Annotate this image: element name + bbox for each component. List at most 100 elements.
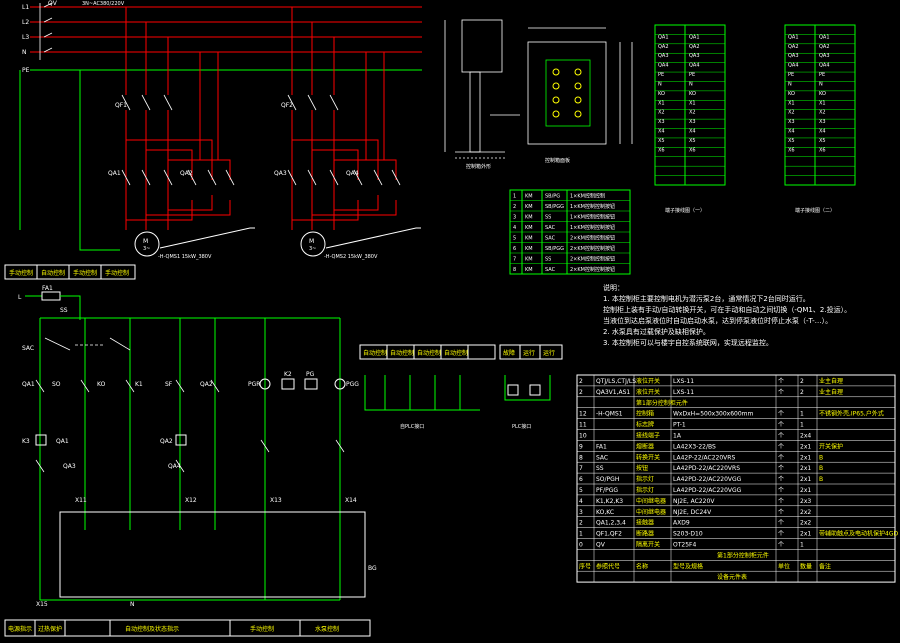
notes-line: 1. 本控制柜主要控制电机为潜污泵2台，通常情况下2台同时运行。 bbox=[603, 295, 810, 303]
parts-table-cell: S203-D10 bbox=[673, 531, 703, 538]
terminal-value: X3 bbox=[819, 119, 826, 125]
terminal-value: N bbox=[819, 81, 823, 87]
small-table-cell: SS bbox=[545, 257, 551, 263]
lbl-qa2b: QA2 bbox=[160, 438, 173, 445]
parts-table-cell: 标志牌 bbox=[636, 421, 654, 429]
terminal-label: X2 bbox=[788, 110, 795, 116]
parts-table-cell: 中间继电器 bbox=[636, 508, 666, 516]
parts-table-cell: 1 bbox=[800, 411, 804, 418]
parts-table-cell: PT-1 bbox=[673, 422, 686, 429]
parts-table-cell: 1 bbox=[579, 531, 583, 538]
parts-table-cell: -H-QMS1 bbox=[596, 411, 623, 418]
panel-lamp bbox=[552, 68, 560, 76]
small-table-cell: 1×KM控制控制按钮 bbox=[570, 203, 615, 210]
parts-table-cell: 2x2 bbox=[800, 520, 811, 527]
parts-table-cell: LA42PD-22/AC220VRS bbox=[673, 465, 740, 472]
parts-table-cell: 液位开关 bbox=[636, 377, 660, 385]
motor-circuit-1: M 3~ QF1 QA1 QA2 -H-QMS1 15kW_380V bbox=[19, 7, 255, 260]
ctrl-header-3: 手动控制 bbox=[73, 269, 97, 277]
parts-table-cell: 中间继电器 bbox=[636, 497, 666, 505]
bottom-row-5: 水泵控制 bbox=[315, 625, 339, 633]
small-table-cell: KM bbox=[525, 267, 533, 273]
parts-table-cell: 转换开关 bbox=[636, 453, 660, 461]
parts-table-cell: 1 bbox=[800, 422, 804, 429]
small-table-cell: 1×KM控制控制 bbox=[570, 193, 605, 200]
small-table-cell: SAC bbox=[545, 225, 556, 231]
parts-table-cell: 2x1 bbox=[800, 531, 811, 538]
parts-table-cell: 2 bbox=[579, 378, 583, 385]
parts-table-cell: FA1 bbox=[596, 443, 607, 450]
lbl-l: L bbox=[18, 294, 22, 301]
parts-table-cell: 断路器 bbox=[636, 530, 654, 538]
parts-table-cell: 2 bbox=[579, 389, 583, 396]
parts-table-cell: AXD9 bbox=[673, 520, 690, 527]
lbl-x15: X15 bbox=[36, 601, 48, 608]
parts-table-cell: 3 bbox=[579, 509, 583, 516]
small-table-cell: SB/PG bbox=[545, 194, 560, 200]
small-table-cell: 2×KM控制控制按钮 bbox=[570, 245, 615, 252]
motor-1-symbol: M bbox=[143, 238, 148, 245]
lbl-k2: K2 bbox=[284, 371, 292, 378]
parts-footer-header: 名称 bbox=[636, 562, 648, 570]
parts-table-cell: 业主自理 bbox=[819, 377, 843, 385]
plc-header-1: 自动控制 bbox=[363, 349, 387, 357]
parts-table-cell: 第1部分控制柜元件 bbox=[636, 399, 688, 407]
plc-interface: 自动控制 自动控制 自动控制 自动控制 故障 运行 运行 自PLC接口 PLC接… bbox=[359, 344, 563, 430]
lbl-qa4: QA4 bbox=[168, 463, 181, 470]
lbl-qa3: QA3 bbox=[63, 463, 76, 470]
motor-circuit-2: M 3~ QF2 QA3 QA4 -H-QMS2 15kW_380V bbox=[274, 7, 421, 260]
terminal-value: QA2 bbox=[819, 44, 830, 50]
parts-table-cell: B bbox=[819, 454, 823, 461]
small-table-cell: 5 bbox=[513, 236, 516, 242]
parts-table-cell: WxDxH=500x300x600mm bbox=[673, 411, 753, 418]
panel-lamp bbox=[552, 110, 560, 118]
notes-block: 说明： 1. 本控制柜主要控制电机为潜污泵2台，通常情况下2台同时运行。 控制柜… bbox=[603, 283, 898, 349]
plc-caption-2: PLC接口 bbox=[512, 423, 531, 430]
notes-line: 2. 水泵具有过载保护及缺相保护。 bbox=[603, 328, 710, 336]
parts-table-cell: 2 bbox=[800, 378, 804, 385]
terminal-value: QA2 bbox=[689, 44, 700, 50]
terminal-value: QA3 bbox=[689, 53, 700, 59]
lbl-x14: X14 bbox=[345, 497, 357, 504]
lbl-n: N bbox=[130, 601, 135, 608]
terminal-label: X3 bbox=[788, 119, 795, 125]
parts-table-cell: QV bbox=[596, 542, 606, 549]
motor-2-symbol: M bbox=[309, 238, 314, 245]
plc-caption: 自PLC接口 bbox=[400, 423, 424, 430]
parts-table-cell: 业主自理 bbox=[819, 388, 843, 396]
terminal-value: PE bbox=[689, 72, 695, 78]
bottom-row: 电源指示 过热保护 自动控制及状态指示 手动控制 水泵控制 bbox=[4, 619, 371, 637]
parts-table-cell: PF/PGG bbox=[596, 487, 618, 494]
lbl-pgg: PGG bbox=[346, 381, 359, 388]
parts-table-cell: 2x1 bbox=[800, 443, 811, 450]
terminal-value: X2 bbox=[819, 110, 826, 116]
small-table-cell: KM bbox=[525, 236, 533, 242]
parts-table-cell: LA42PD-22/AC220VGG bbox=[673, 476, 742, 483]
parts-table-cell: 个 bbox=[778, 531, 784, 538]
small-table-cell: 3 bbox=[513, 215, 516, 221]
panel-caption: 控制箱外形 bbox=[466, 163, 491, 170]
small-table-cell: 1×KM控制控制按钮 bbox=[570, 224, 615, 231]
small-table-cell: SAC bbox=[545, 236, 556, 242]
parts-table-cell: 个 bbox=[778, 454, 784, 461]
parts-table-cell: 个 bbox=[778, 520, 784, 527]
terminal-value: KO bbox=[689, 91, 696, 97]
terminal-value: X5 bbox=[689, 138, 696, 144]
terminal-label: QA4 bbox=[658, 63, 669, 69]
terminal-value: N bbox=[689, 81, 693, 87]
small-table-cell: SS bbox=[545, 215, 551, 221]
parts-table-cell: 控制箱 bbox=[636, 410, 654, 418]
small-table-cell: 8 bbox=[513, 267, 516, 273]
panel-lamp bbox=[574, 96, 582, 104]
parts-table-cell: 个 bbox=[778, 433, 784, 440]
small-table-cell: KM bbox=[525, 257, 533, 263]
terminal-label: X2 bbox=[658, 110, 665, 116]
small-table-cell: SAC bbox=[545, 267, 556, 273]
terminal-value: QA1 bbox=[689, 34, 700, 40]
terminal-value: X6 bbox=[689, 147, 696, 153]
parts-table-cell: 2 bbox=[800, 389, 804, 396]
small-table-cell: 2 bbox=[513, 204, 516, 210]
